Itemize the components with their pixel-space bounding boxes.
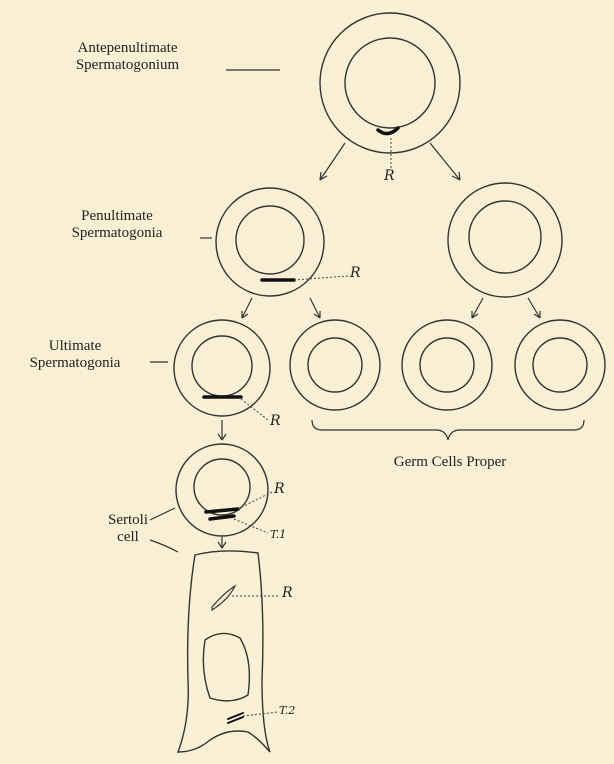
penultimate-cell-left <box>216 188 348 296</box>
marker-r-penultimate: R <box>350 265 361 281</box>
marker-t1: T.1 <box>270 528 286 541</box>
label-germ-cells: Germ Cells Proper <box>360 454 540 471</box>
division-arrows-middle <box>242 298 540 318</box>
germ-cell-1 <box>290 320 380 410</box>
germ-cells-brace <box>312 420 584 440</box>
arrow-to-sertoli-stage <box>218 420 226 440</box>
arrow-to-sertoli-cell <box>218 537 226 548</box>
label-sertoli: Sertoli cell <box>98 512 158 546</box>
presertoli-cell <box>176 444 272 536</box>
marker-r-presertoli: R <box>274 481 285 497</box>
antepenultimate-cell <box>320 13 460 168</box>
ultimate-cell-with-chromatoid <box>174 320 270 420</box>
label-penultimate: Penultimate Spermatogonia <box>32 208 202 242</box>
germ-cell-3 <box>515 320 605 410</box>
marker-t2: T.2 <box>279 704 295 717</box>
marker-r-ultimate: R <box>270 413 281 429</box>
marker-r-antepenultimate: R <box>384 168 395 184</box>
germ-cell-2 <box>402 320 492 410</box>
label-antepenultimate: Antepenultimate Spermatogonium <box>30 40 225 74</box>
marker-r-sertoli: R <box>282 585 293 601</box>
label-ultimate: Ultimate Spermatogonia <box>0 338 150 372</box>
sertoli-cell <box>178 551 280 752</box>
penultimate-cell-right <box>448 183 562 297</box>
